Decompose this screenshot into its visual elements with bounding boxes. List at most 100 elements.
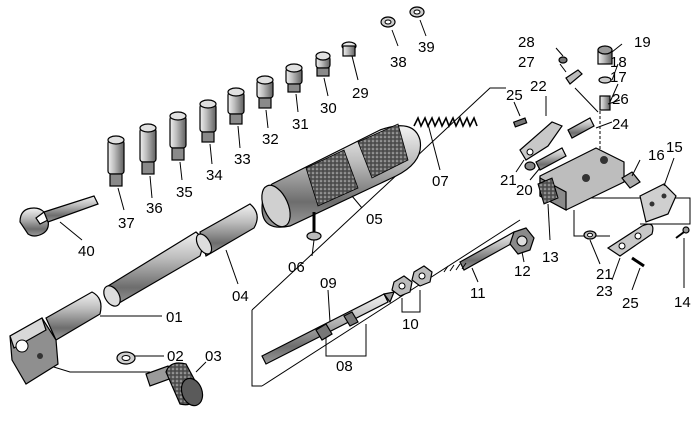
wrench-40 xyxy=(19,195,99,237)
washer-02 xyxy=(116,351,136,365)
label-05: 05 xyxy=(366,211,383,228)
line-block-right xyxy=(556,197,691,225)
leader-07 xyxy=(427,123,441,171)
leader-26 xyxy=(607,99,621,105)
leader-31 xyxy=(295,93,299,113)
leader-06 xyxy=(311,239,315,257)
label-34: 34 xyxy=(206,167,223,184)
label-09: 09 xyxy=(320,275,337,292)
label-07: 07 xyxy=(432,173,449,190)
leader-37 xyxy=(117,187,125,211)
assembly-lines xyxy=(43,87,691,387)
body-01 xyxy=(9,291,102,385)
leader-13 xyxy=(547,203,551,241)
label-19: 19 xyxy=(634,34,651,51)
label-04: 04 xyxy=(232,288,249,305)
label-30: 30 xyxy=(320,100,337,117)
label-36: 36 xyxy=(146,200,163,217)
leader-17 xyxy=(609,83,619,103)
label-23: 23 xyxy=(596,283,613,300)
leader-36 xyxy=(149,175,153,199)
line-block-lower xyxy=(573,210,610,237)
tip-33 xyxy=(227,87,245,125)
leader-27 xyxy=(559,63,567,73)
part-labels: 01 02 03 04 05 06 07 08 09 10 11 12 13 1… xyxy=(78,34,691,375)
leader-29 xyxy=(351,55,359,81)
line-axis-upper xyxy=(251,87,506,311)
leader-09 xyxy=(327,289,331,323)
leader-11 xyxy=(471,267,479,283)
nozzle-tips xyxy=(107,41,357,187)
leader-21a xyxy=(515,159,525,173)
leader-05 xyxy=(351,195,363,209)
label-27: 27 xyxy=(518,54,535,71)
label-12: 12 xyxy=(514,263,531,280)
label-33: 33 xyxy=(234,151,251,168)
leader-20 xyxy=(529,167,541,181)
line-bracket-left xyxy=(251,310,262,387)
leader-34 xyxy=(209,143,213,165)
tip-37 xyxy=(107,135,125,187)
spring-07 xyxy=(413,116,478,128)
tip-36 xyxy=(139,123,157,175)
leader-25b xyxy=(631,267,641,291)
leader-33 xyxy=(237,125,241,149)
leader-04 xyxy=(225,249,239,285)
leader-28 xyxy=(555,47,564,57)
rod-09-08 xyxy=(261,291,395,365)
leader-38 xyxy=(391,29,399,47)
plate-15 xyxy=(639,183,677,223)
label-22: 22 xyxy=(530,78,547,95)
leader-21b xyxy=(589,239,601,265)
nuts-10 xyxy=(391,265,433,297)
label-21a: 21 xyxy=(500,172,517,189)
label-13: 13 xyxy=(542,249,559,266)
label-32: 32 xyxy=(262,131,279,148)
label-08: 08 xyxy=(336,358,353,375)
leader-lines xyxy=(59,19,685,373)
label-10: 10 xyxy=(402,316,419,333)
label-17: 17 xyxy=(610,69,627,86)
label-18: 18 xyxy=(610,54,627,71)
label-39: 39 xyxy=(418,39,435,56)
label-35: 35 xyxy=(176,184,193,201)
leader-18 xyxy=(611,63,619,81)
leader-24 xyxy=(595,121,613,129)
label-25b: 25 xyxy=(622,295,639,312)
handle-05 xyxy=(261,123,422,228)
label-28: 28 xyxy=(518,34,535,51)
thumbscrew-03 xyxy=(145,362,204,407)
small-parts xyxy=(512,56,595,171)
leader-16 xyxy=(631,159,641,177)
leader-32 xyxy=(265,109,269,129)
leader-39 xyxy=(419,19,427,37)
label-11: 11 xyxy=(470,285,486,302)
label-06: 06 xyxy=(288,259,305,276)
tip-29 xyxy=(341,41,357,57)
label-38: 38 xyxy=(390,54,407,71)
label-03: 03 xyxy=(205,348,222,365)
label-21b: 21 xyxy=(596,266,613,283)
leader-10 xyxy=(401,290,421,313)
leader-25a xyxy=(513,101,521,117)
leader-30 xyxy=(323,77,329,97)
label-24: 24 xyxy=(612,116,629,133)
leader-08 xyxy=(325,324,367,357)
label-20: 20 xyxy=(516,182,533,199)
lever-23 xyxy=(583,223,654,268)
label-15: 15 xyxy=(666,139,683,156)
line-axis-lower xyxy=(261,219,521,387)
label-40: 40 xyxy=(78,243,95,260)
label-26: 26 xyxy=(612,91,629,108)
leader-23 xyxy=(611,257,621,281)
label-37: 37 xyxy=(118,215,135,232)
label-16: 16 xyxy=(648,147,665,164)
leader-35 xyxy=(179,161,183,181)
leader-12 xyxy=(521,251,525,263)
valve-block-13 xyxy=(537,147,625,212)
line-01-03 xyxy=(43,363,150,373)
leader-40 xyxy=(59,221,83,241)
leader-15 xyxy=(663,157,675,187)
